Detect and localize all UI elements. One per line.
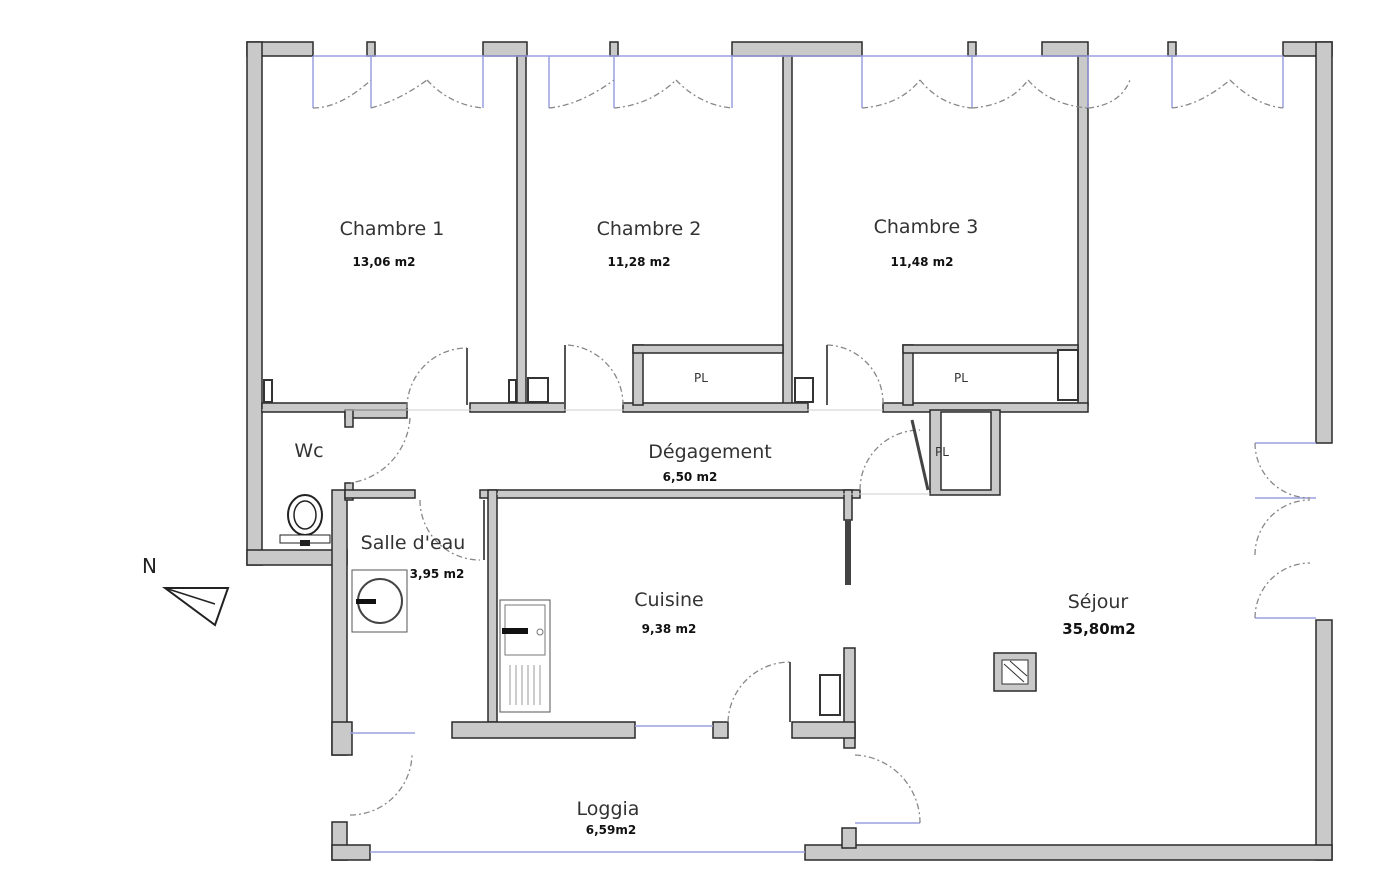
room-area: 6,59m2 bbox=[586, 823, 636, 837]
room-area: 35,80m2 bbox=[1062, 620, 1136, 638]
room-area: 11,48 m2 bbox=[891, 255, 954, 269]
windows bbox=[312, 55, 1316, 853]
closet-label: PL bbox=[954, 371, 968, 385]
room-name: Chambre 3 bbox=[874, 216, 979, 238]
room-name: Cuisine bbox=[634, 589, 704, 611]
room-name: Chambre 1 bbox=[340, 218, 445, 240]
room-name: Chambre 2 bbox=[597, 218, 702, 240]
room-name: Loggia bbox=[577, 798, 640, 820]
compass: N bbox=[142, 554, 230, 627]
compass-label: N bbox=[142, 554, 157, 578]
room-name: Séjour bbox=[1068, 591, 1129, 613]
room-area: 9,38 m2 bbox=[642, 622, 697, 636]
kitchen-sink-icon bbox=[499, 599, 551, 713]
room-area: 11,28 m2 bbox=[608, 255, 671, 269]
toilet-icon bbox=[279, 494, 331, 546]
closet-label: PL bbox=[935, 445, 949, 459]
room-name: Wc bbox=[294, 440, 323, 462]
room-area: 3,95 m2 bbox=[410, 567, 465, 581]
shower-tray-icon bbox=[351, 569, 408, 633]
fixtures bbox=[279, 494, 551, 713]
walls bbox=[246, 41, 1333, 861]
room-name: Dégagement bbox=[648, 441, 771, 463]
room-labels: Chambre 1 13,06 m2 Chambre 2 11,28 m2 Ch… bbox=[294, 216, 1135, 837]
north-arrow-icon bbox=[161, 587, 230, 627]
room-name: Salle d'eau bbox=[361, 532, 466, 554]
door-swings bbox=[262, 79, 1311, 824]
closet-label: PL bbox=[694, 371, 708, 385]
room-area: 13,06 m2 bbox=[353, 255, 416, 269]
room-area: 6,50 m2 bbox=[663, 470, 718, 484]
